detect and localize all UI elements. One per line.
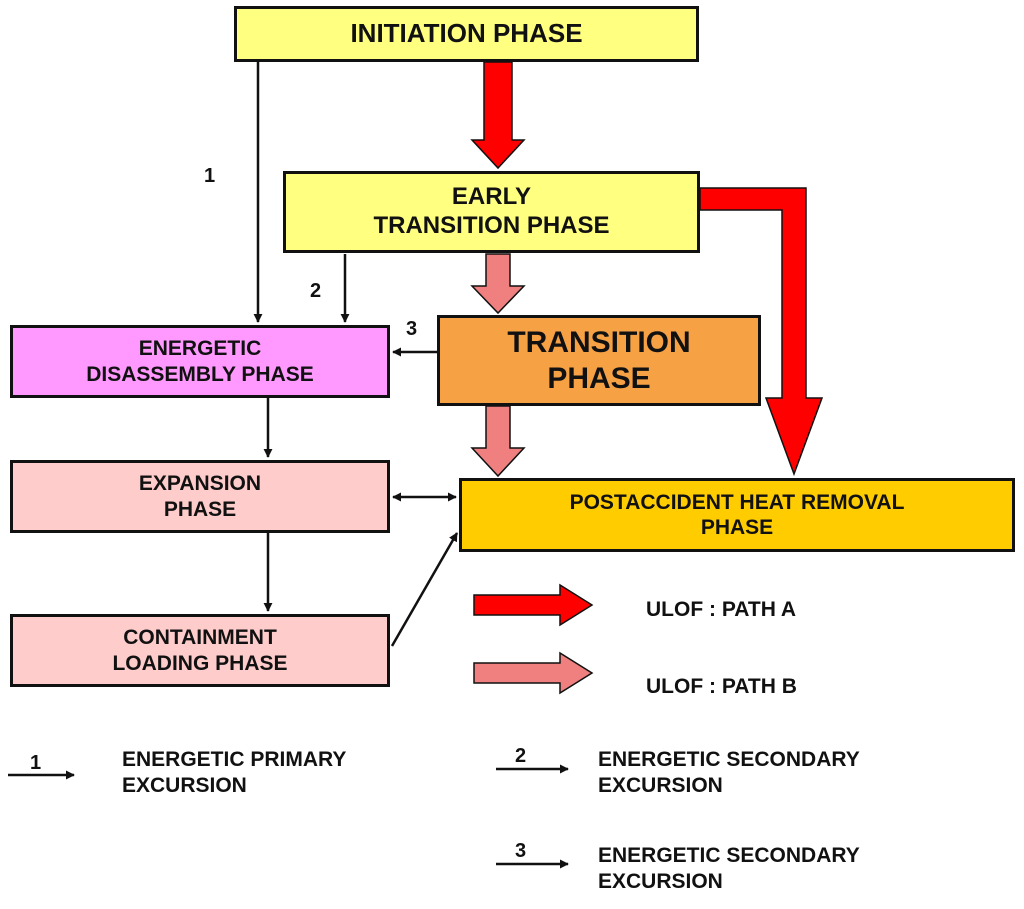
energetic-disassembly-label-line2: DISASSEMBLY PHASE [86, 362, 314, 386]
transition-phase-box: TRANSITION PHASE [437, 315, 761, 406]
legend-item-1-text: ENERGETIC PRIMARY EXCURSION [122, 748, 347, 798]
legend-path-b-arrow [473, 651, 594, 695]
legend-item-2-text: ENERGETIC SECONDARY EXCURSION [598, 748, 860, 798]
initiation-phase-label: INITIATION PHASE [350, 18, 583, 49]
legend-number-2: 2 [515, 745, 527, 767]
expansion-phase-box: EXPANSION PHASE [10, 460, 390, 533]
path-number-3: 3 [406, 318, 418, 340]
early-transition-phase-box: EARLY TRANSITION PHASE [283, 171, 700, 253]
path-number-1: 1 [204, 165, 216, 187]
legend-number-3: 3 [515, 840, 527, 862]
containment-loading-label-line1: CONTAINMENT [123, 626, 277, 650]
containment-loading-label-line2: LOADING PHASE [112, 651, 288, 675]
initiation-phase-box: INITIATION PHASE [234, 6, 699, 62]
postaccident-heat-removal-phase-box: POSTACCIDENT HEAT REMOVAL PHASE [459, 478, 1015, 552]
path-b-arrow-early-to-transition [470, 253, 526, 315]
path-a-arrow-early-to-postaccident [699, 187, 824, 477]
postaccident-label-line2: PHASE [700, 516, 774, 539]
expansion-label-line1: EXPANSION [138, 472, 262, 496]
path-a-arrow-initiation-to-early [470, 61, 526, 170]
expansion-label-line2: PHASE [163, 497, 237, 521]
legend-path-a-label: ULOF : PATH A [646, 598, 797, 621]
containment-loading-phase-box: CONTAINMENT LOADING PHASE [10, 614, 390, 687]
transition-label-line2: PHASE [547, 361, 651, 395]
postaccident-label-line1: POSTACCIDENT HEAT REMOVAL [569, 490, 905, 514]
energetic-disassembly-label-line1: ENERGETIC [138, 337, 262, 361]
energetic-disassembly-phase-box: ENERGETIC DISASSEMBLY PHASE [10, 325, 390, 398]
legend-item-3-text: ENERGETIC SECONDARY EXCURSION [598, 844, 860, 894]
early-transition-label-line1: EARLY [451, 183, 532, 211]
legend-number-1: 1 [30, 752, 42, 774]
legend-path-b-label: ULOF : PATH B [646, 675, 797, 698]
legend-path-a-arrow [473, 583, 594, 627]
arrow-containment-to-postaccident [390, 532, 459, 647]
early-transition-label-line2: TRANSITION PHASE [373, 212, 610, 239]
transition-label-line1: TRANSITION [507, 325, 691, 359]
path-number-2: 2 [310, 280, 322, 302]
path-b-arrow-transition-to-postaccident [470, 405, 526, 478]
